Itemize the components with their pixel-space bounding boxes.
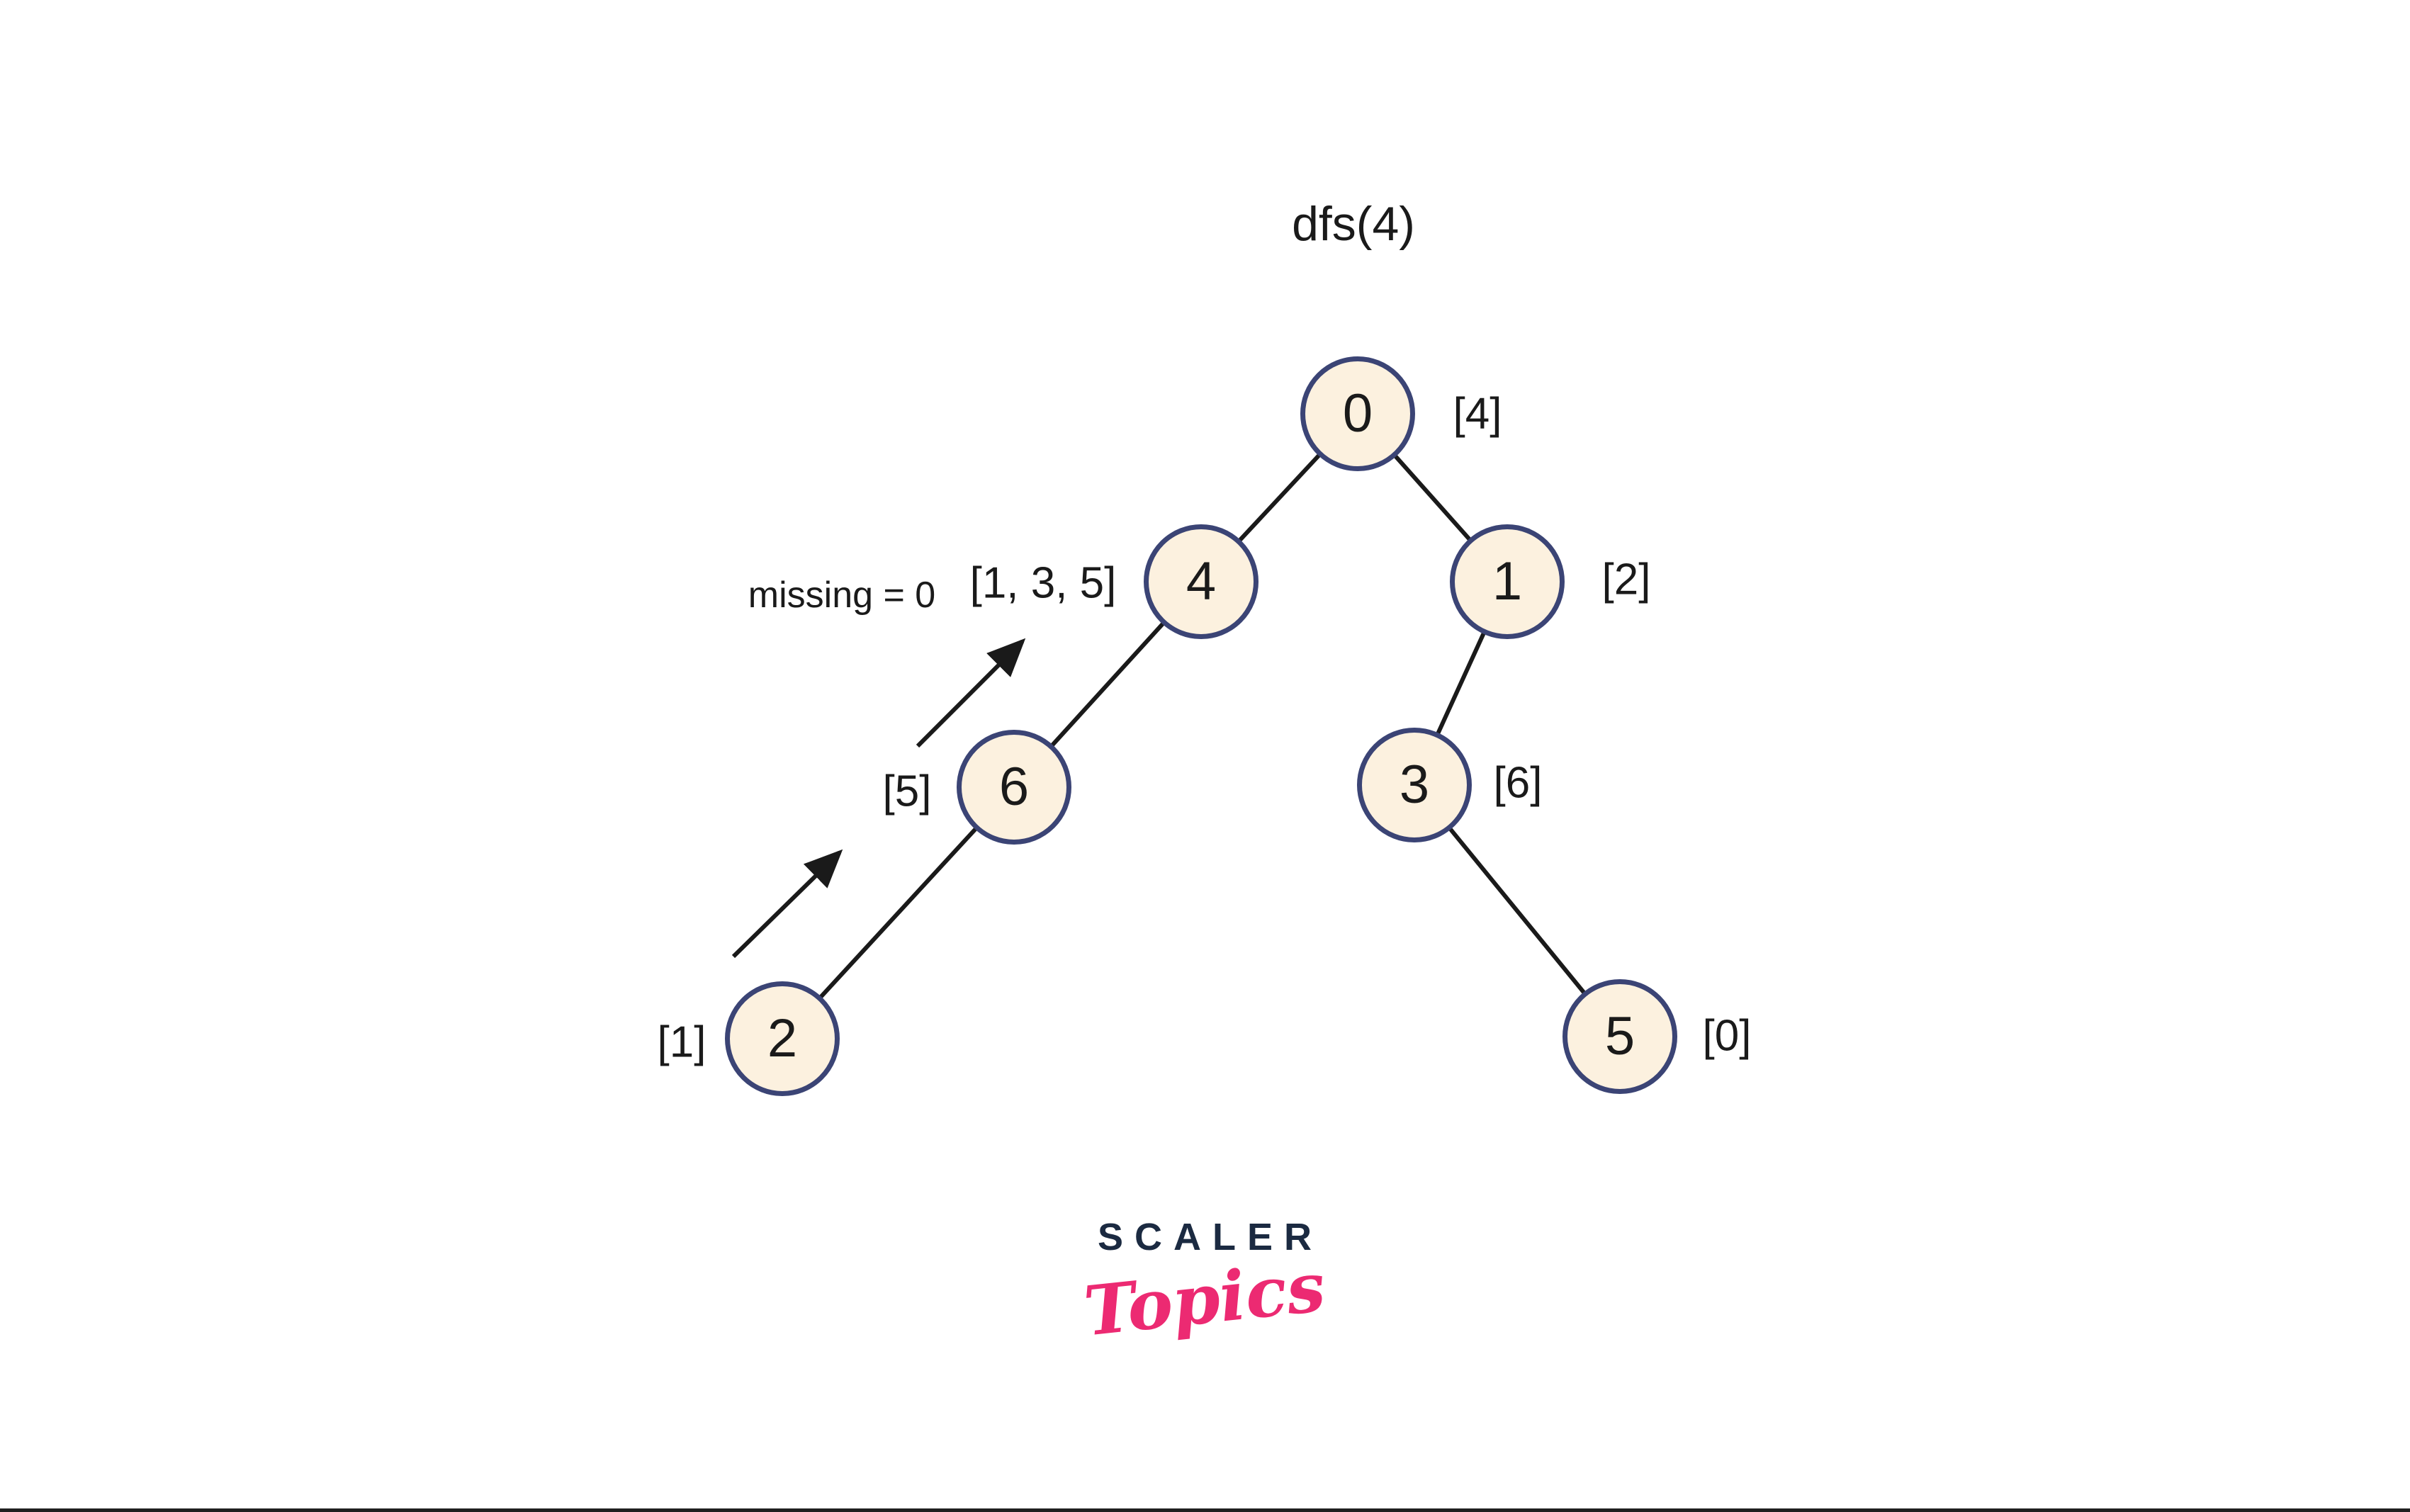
visited-list-label-node-2: [1] <box>657 1017 706 1067</box>
dfs-call-label: dfs(4) <box>1292 197 1415 251</box>
tree-node-3: 3 <box>1357 728 1472 842</box>
node-6-value: 6 <box>998 757 1030 817</box>
traversal-arrow-6-to-4 <box>916 638 1026 748</box>
missing-count-label: missing = 0 <box>748 575 936 616</box>
scaler-topics-logo: SCALER Topics <box>1081 1215 1329 1351</box>
tree-node-5: 5 <box>1562 979 1677 1094</box>
traversal-arrow-2-to-6 <box>731 849 843 959</box>
visited-list-label-node-3: [6] <box>1493 758 1543 808</box>
tree-node-0: 0 <box>1300 356 1415 471</box>
node-1-value: 1 <box>1492 551 1523 611</box>
visited-list-label-node-4: [1, 3, 5] <box>969 558 1117 608</box>
node-0-value: 0 <box>1342 383 1373 444</box>
tree-node-6: 6 <box>957 730 1071 845</box>
tree-node-2: 2 <box>725 981 840 1096</box>
node-2-value: 2 <box>767 1008 798 1068</box>
tree-node-1: 1 <box>1450 524 1565 639</box>
topics-wordmark: Topics <box>1080 1246 1329 1352</box>
scaler-wordmark: SCALER <box>1097 1216 1324 1258</box>
bottom-divider <box>0 1508 2410 1512</box>
visited-list-label-node-0: [4] <box>1453 389 1502 439</box>
visited-list-label-node-6: [5] <box>882 767 932 816</box>
node-4-value: 4 <box>1186 551 1217 611</box>
node-5-value: 5 <box>1604 1006 1635 1066</box>
node-3-value: 3 <box>1399 755 1430 815</box>
visited-list-label-node-5: [0] <box>1702 1011 1752 1061</box>
visited-list-label-node-1: [2] <box>1601 555 1651 604</box>
tree-node-4: 4 <box>1144 524 1259 639</box>
